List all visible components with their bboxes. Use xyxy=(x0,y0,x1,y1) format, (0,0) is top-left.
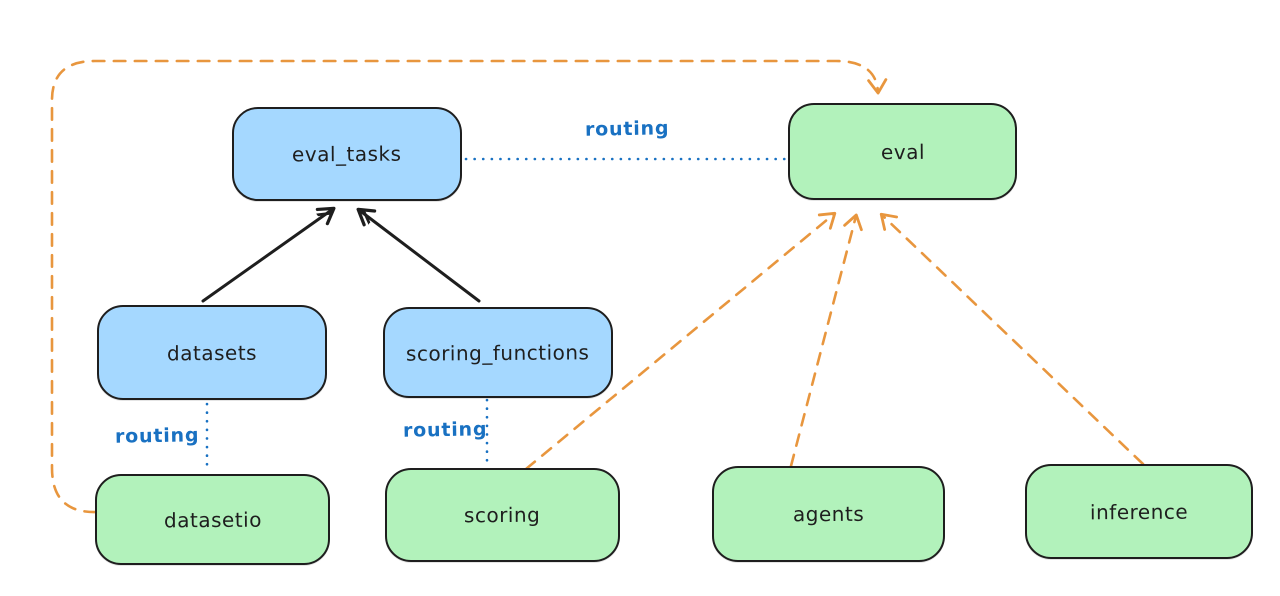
node-eval: eval xyxy=(788,103,1017,200)
node-eval-tasks: eval_tasks xyxy=(232,107,462,201)
edge-inference-eval xyxy=(879,212,1145,466)
node-scoring-functions: scoring_functions xyxy=(383,307,613,398)
node-inference-label: inference xyxy=(1089,499,1189,524)
node-agents: agents xyxy=(712,466,945,562)
edge-scoring-eval xyxy=(524,211,837,471)
node-datasetio: datasetio xyxy=(95,474,330,565)
node-scoring-label: scoring xyxy=(464,502,541,528)
node-datasets-label: datasets xyxy=(166,340,258,365)
routing-label-top: routing xyxy=(584,117,670,141)
node-scoring: scoring xyxy=(385,468,620,562)
routing-label-scoring: routing xyxy=(402,418,488,442)
node-datasetio-label: datasetio xyxy=(163,507,262,532)
edge-datasets-evaltasks xyxy=(201,209,333,303)
node-inference: inference xyxy=(1025,464,1253,559)
node-scoring-functions-label: scoring_functions xyxy=(406,339,590,366)
node-eval-tasks-label: eval_tasks xyxy=(292,141,402,167)
node-datasets: datasets xyxy=(97,305,327,400)
node-agents-label: agents xyxy=(792,501,865,527)
edge-agents-eval xyxy=(789,213,863,468)
routing-label-datasets: routing xyxy=(114,424,200,448)
edge-scoringfunctions-evaltasks xyxy=(359,210,481,303)
node-eval-label: eval xyxy=(880,139,925,164)
edge-datasetio-eval xyxy=(50,59,888,514)
